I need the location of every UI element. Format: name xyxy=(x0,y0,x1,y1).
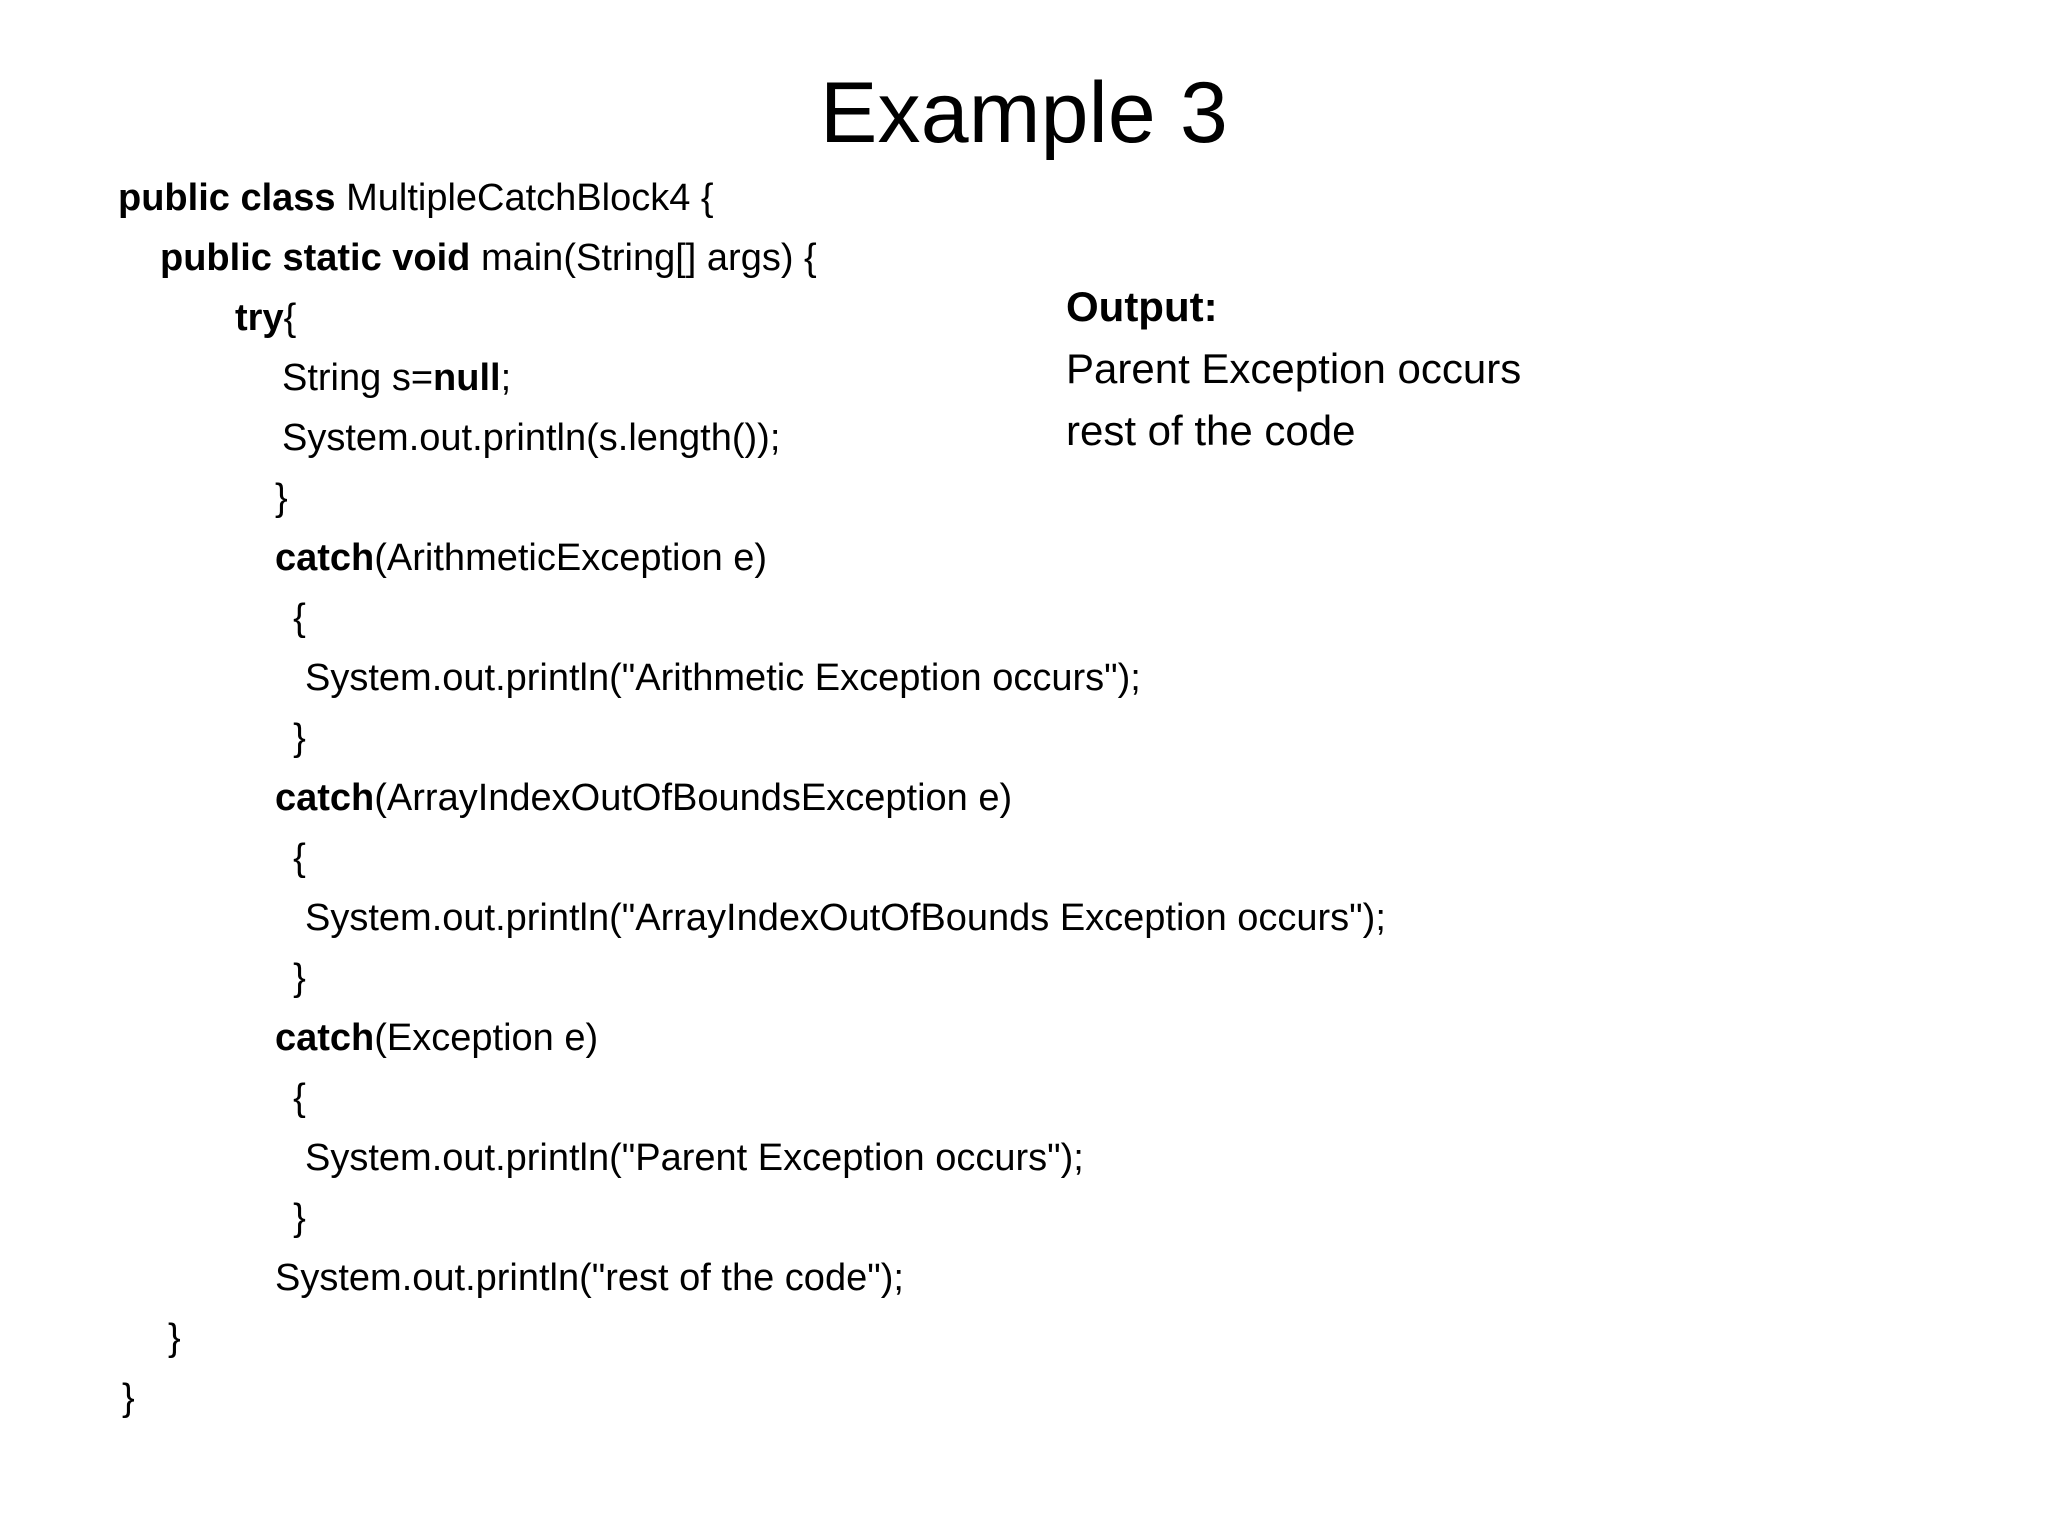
code-line: } xyxy=(0,708,1300,768)
code-text: } xyxy=(272,1197,306,1239)
output-line-1: rest of the code xyxy=(1066,407,1356,454)
code-text: System.out.println("rest of the code"); xyxy=(275,1257,904,1299)
code-line: System.out.println("ArrayIndexOutOfBound… xyxy=(0,888,1386,948)
code-text: { xyxy=(272,837,306,879)
code-line: } xyxy=(0,1308,1300,1368)
output-panel: Output: Parent Exception occurs rest of … xyxy=(1066,276,1866,462)
code-line: public class MultipleCatchBlock4 { xyxy=(0,168,1300,228)
code-line: try{ xyxy=(0,288,1300,348)
code-line: { xyxy=(0,588,1300,648)
code-text: { xyxy=(283,297,297,339)
code-text: (Exception e) xyxy=(374,1017,599,1059)
code-line: { xyxy=(0,1068,1300,1128)
code-text: main(String[] args) { xyxy=(480,237,817,279)
code-keyword: catch xyxy=(275,777,375,819)
code-text: } xyxy=(272,717,306,759)
code-line: } xyxy=(0,468,1300,528)
code-line: catch(Exception e) xyxy=(0,1008,1300,1068)
code-line: catch(ArithmeticException e) xyxy=(0,528,1300,588)
code-text: { xyxy=(272,1077,306,1119)
code-text: ; xyxy=(500,357,512,399)
code-keyword: catch xyxy=(275,1017,375,1059)
code-text: MultipleCatchBlock4 { xyxy=(346,177,714,219)
code-text: (ArrayIndexOutOfBoundsException e) xyxy=(374,777,1013,819)
code-keyword: null xyxy=(433,357,501,399)
code-text: } xyxy=(275,477,288,519)
code-keyword: catch xyxy=(275,537,375,579)
output-panel-title: Output: xyxy=(1066,283,1218,330)
code-text: } xyxy=(272,957,306,999)
page-title: Example 3 xyxy=(819,65,1229,161)
code-line: catch(ArrayIndexOutOfBoundsException e) xyxy=(0,768,1300,828)
code-line: System.out.println("Parent Exception occ… xyxy=(0,1128,1300,1188)
code-text: System.out.println("Arithmetic Exception… xyxy=(305,657,1141,699)
code-line: System.out.println("Arithmetic Exception… xyxy=(0,648,1300,708)
code-keyword: try xyxy=(235,297,284,339)
code-text: System.out.println("ArrayIndexOutOfBound… xyxy=(305,897,1386,939)
code-line: } xyxy=(0,1188,1300,1248)
output-line-0: Parent Exception occurs xyxy=(1066,345,1522,392)
code-line: String s=null; xyxy=(0,348,1300,408)
code-text: String s= xyxy=(282,357,434,399)
code-line: { xyxy=(0,828,1300,888)
code-line: System.out.println(s.length()); xyxy=(0,408,1300,468)
code-text: { xyxy=(272,597,306,639)
java-code-block: public class MultipleCatchBlock4 {public… xyxy=(0,168,1386,1428)
code-keyword: public static void xyxy=(160,237,481,279)
code-text: (ArithmeticException e) xyxy=(374,537,768,579)
code-text: } xyxy=(168,1317,181,1359)
code-keyword: public class xyxy=(118,177,347,219)
code-line: } xyxy=(0,1368,1300,1428)
code-line: } xyxy=(0,948,1300,1008)
code-line: System.out.println("rest of the code"); xyxy=(0,1248,1300,1308)
code-text: System.out.println(s.length()); xyxy=(282,417,781,459)
code-text: } xyxy=(122,1377,135,1419)
code-text: System.out.println("Parent Exception occ… xyxy=(305,1137,1084,1179)
code-line: public static void main(String[] args) { xyxy=(0,228,1300,288)
